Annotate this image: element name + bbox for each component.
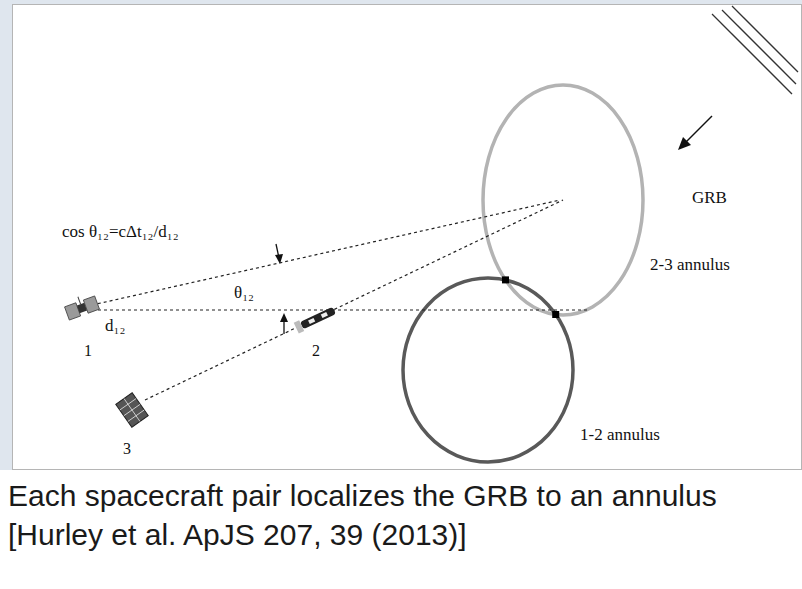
figure-label: 1 [84, 342, 92, 360]
intersection-dot [502, 276, 509, 283]
spacecraft-icon [116, 393, 148, 427]
figure-panel [13, 5, 802, 470]
figure-label: cos θ₁₂=cΔt₁₂/d₁₂ [62, 222, 179, 242]
figure-label: θ₁₂ [232, 283, 256, 303]
annulus-12 [403, 278, 573, 462]
figure-label: GRB [692, 188, 727, 208]
spacecraft-icon [294, 305, 337, 334]
slide-ground [0, 0, 802, 470]
figure-label: 2 [312, 342, 320, 360]
intersection-dot [552, 311, 559, 318]
angle-arrow [275, 244, 288, 334]
figure-label: 3 [123, 440, 131, 458]
caption: Each spacecraft pair localizes the GRB t… [8, 476, 798, 554]
grb-arrow [678, 116, 712, 150]
grb-wavefront [712, 6, 798, 94]
spacecraft-icon [63, 291, 100, 320]
figure-label: 2-3 annulus [650, 255, 730, 275]
figure-label: 1-2 annulus [580, 425, 660, 445]
figure-label: d₁₂ [103, 316, 127, 336]
